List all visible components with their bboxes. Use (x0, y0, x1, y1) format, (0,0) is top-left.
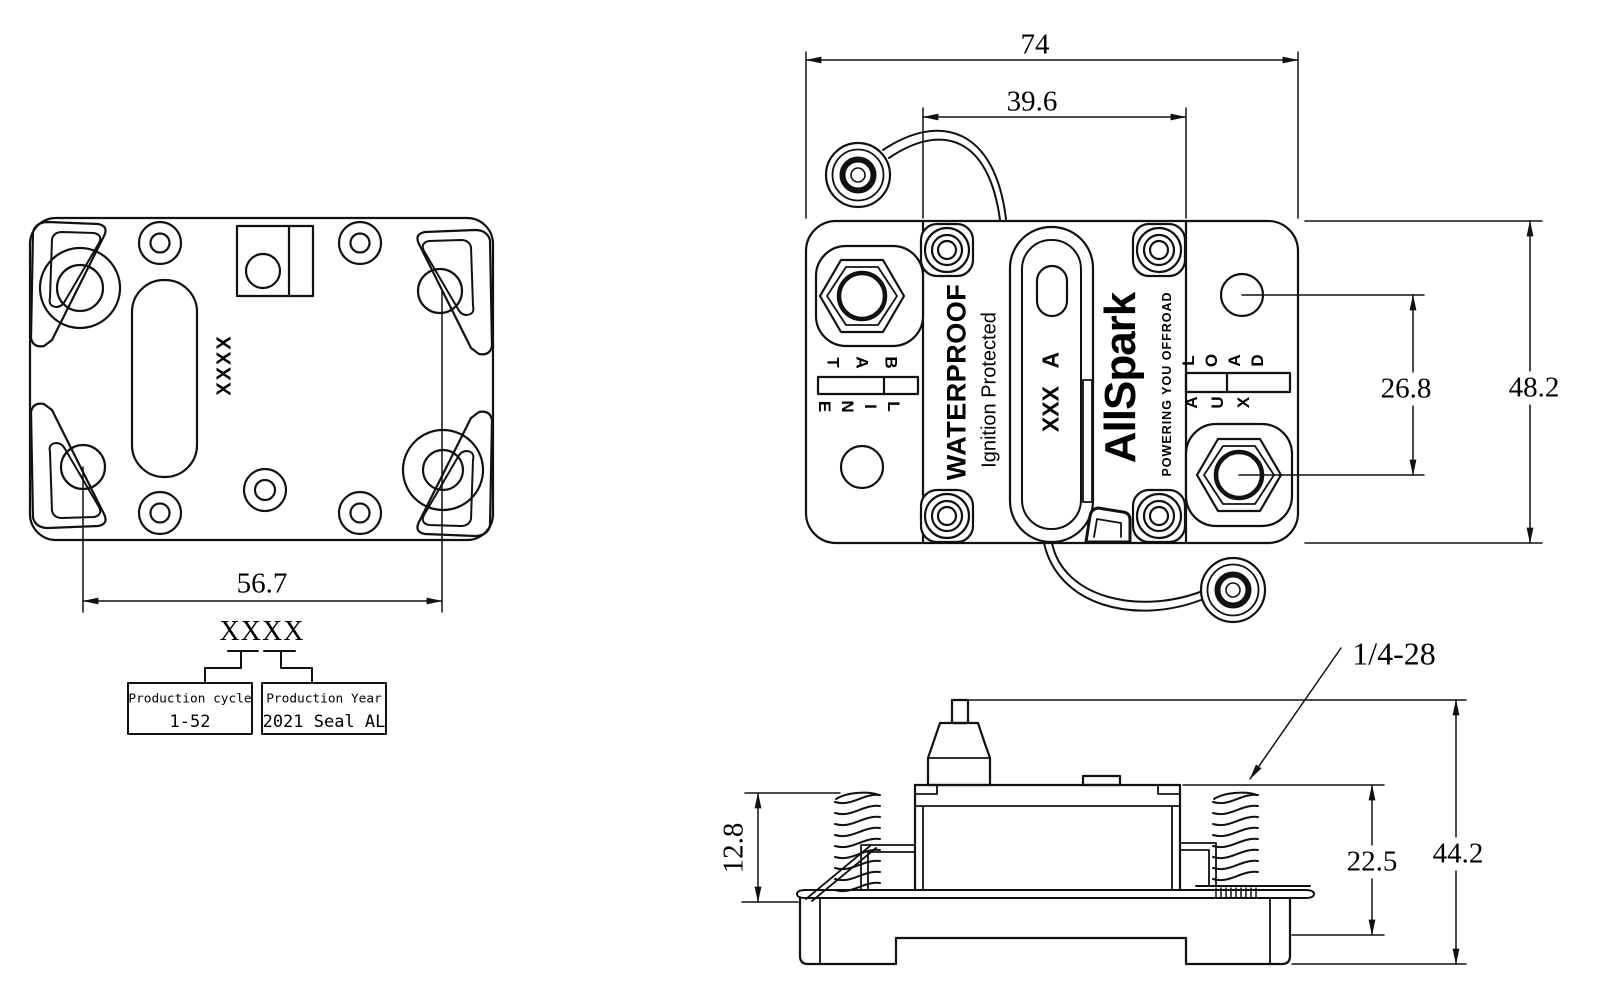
label-bat: BAT (813, 353, 901, 372)
bottom-view-marking: XXXX (213, 334, 236, 396)
dim-26-8: 26.8 (1376, 372, 1436, 406)
legend-cycle-value: 1-52 (169, 712, 211, 732)
legend-linework (127, 650, 387, 735)
dim-39-6: 39.6 (1006, 85, 1058, 118)
label-load: LOAD (1179, 351, 1271, 370)
top-view-linework (804, 51, 1543, 624)
panel-screws (923, 226, 1183, 540)
terminal-cap-top (824, 129, 1007, 221)
brand-allspark: AllSpark (1096, 292, 1145, 464)
mount-hole-left (839, 444, 885, 490)
label-amp-rating: XXX A (1037, 351, 1064, 433)
right-stud-threads (1195, 791, 1311, 898)
dim-22-5: 22.5 (1342, 845, 1402, 879)
legend-year-value: 2021 Seal AL (262, 712, 386, 732)
legend-year-title: Production Year (266, 691, 382, 707)
left-stud-threads (834, 791, 881, 893)
label-aux: AUX (1182, 393, 1260, 412)
dim-74: 74 (1020, 28, 1050, 61)
thread-spec-callout: 1/4-28 (1352, 635, 1436, 672)
side-view-linework (741, 647, 1467, 966)
label-waterproof: WATERPROOF (941, 283, 972, 481)
dim-44-2: 44.2 (1428, 837, 1488, 871)
breaker-slot (1008, 225, 1095, 544)
legend-cycle-title: Production cycle (128, 691, 252, 707)
side-view-dim-lines (741, 647, 1467, 965)
label-ignition-protected: Ignition Protected (978, 312, 1001, 468)
dim-56-7: 56.7 (236, 567, 288, 600)
bottom-view-screws (137, 220, 383, 536)
bat-terminal (814, 244, 925, 348)
dim-56-7-lines (82, 290, 443, 613)
dim-48-2: 48.2 (1504, 371, 1564, 405)
bottom-view-linework (28, 216, 495, 613)
terminal-cap-bottom (1043, 542, 1267, 624)
legend-code: XXXX (219, 616, 305, 647)
brand-tagline: POWERING YOU OFFROAD (1160, 291, 1174, 477)
label-line: LINE (811, 397, 903, 416)
dim-12-8: 12.8 (717, 822, 750, 874)
